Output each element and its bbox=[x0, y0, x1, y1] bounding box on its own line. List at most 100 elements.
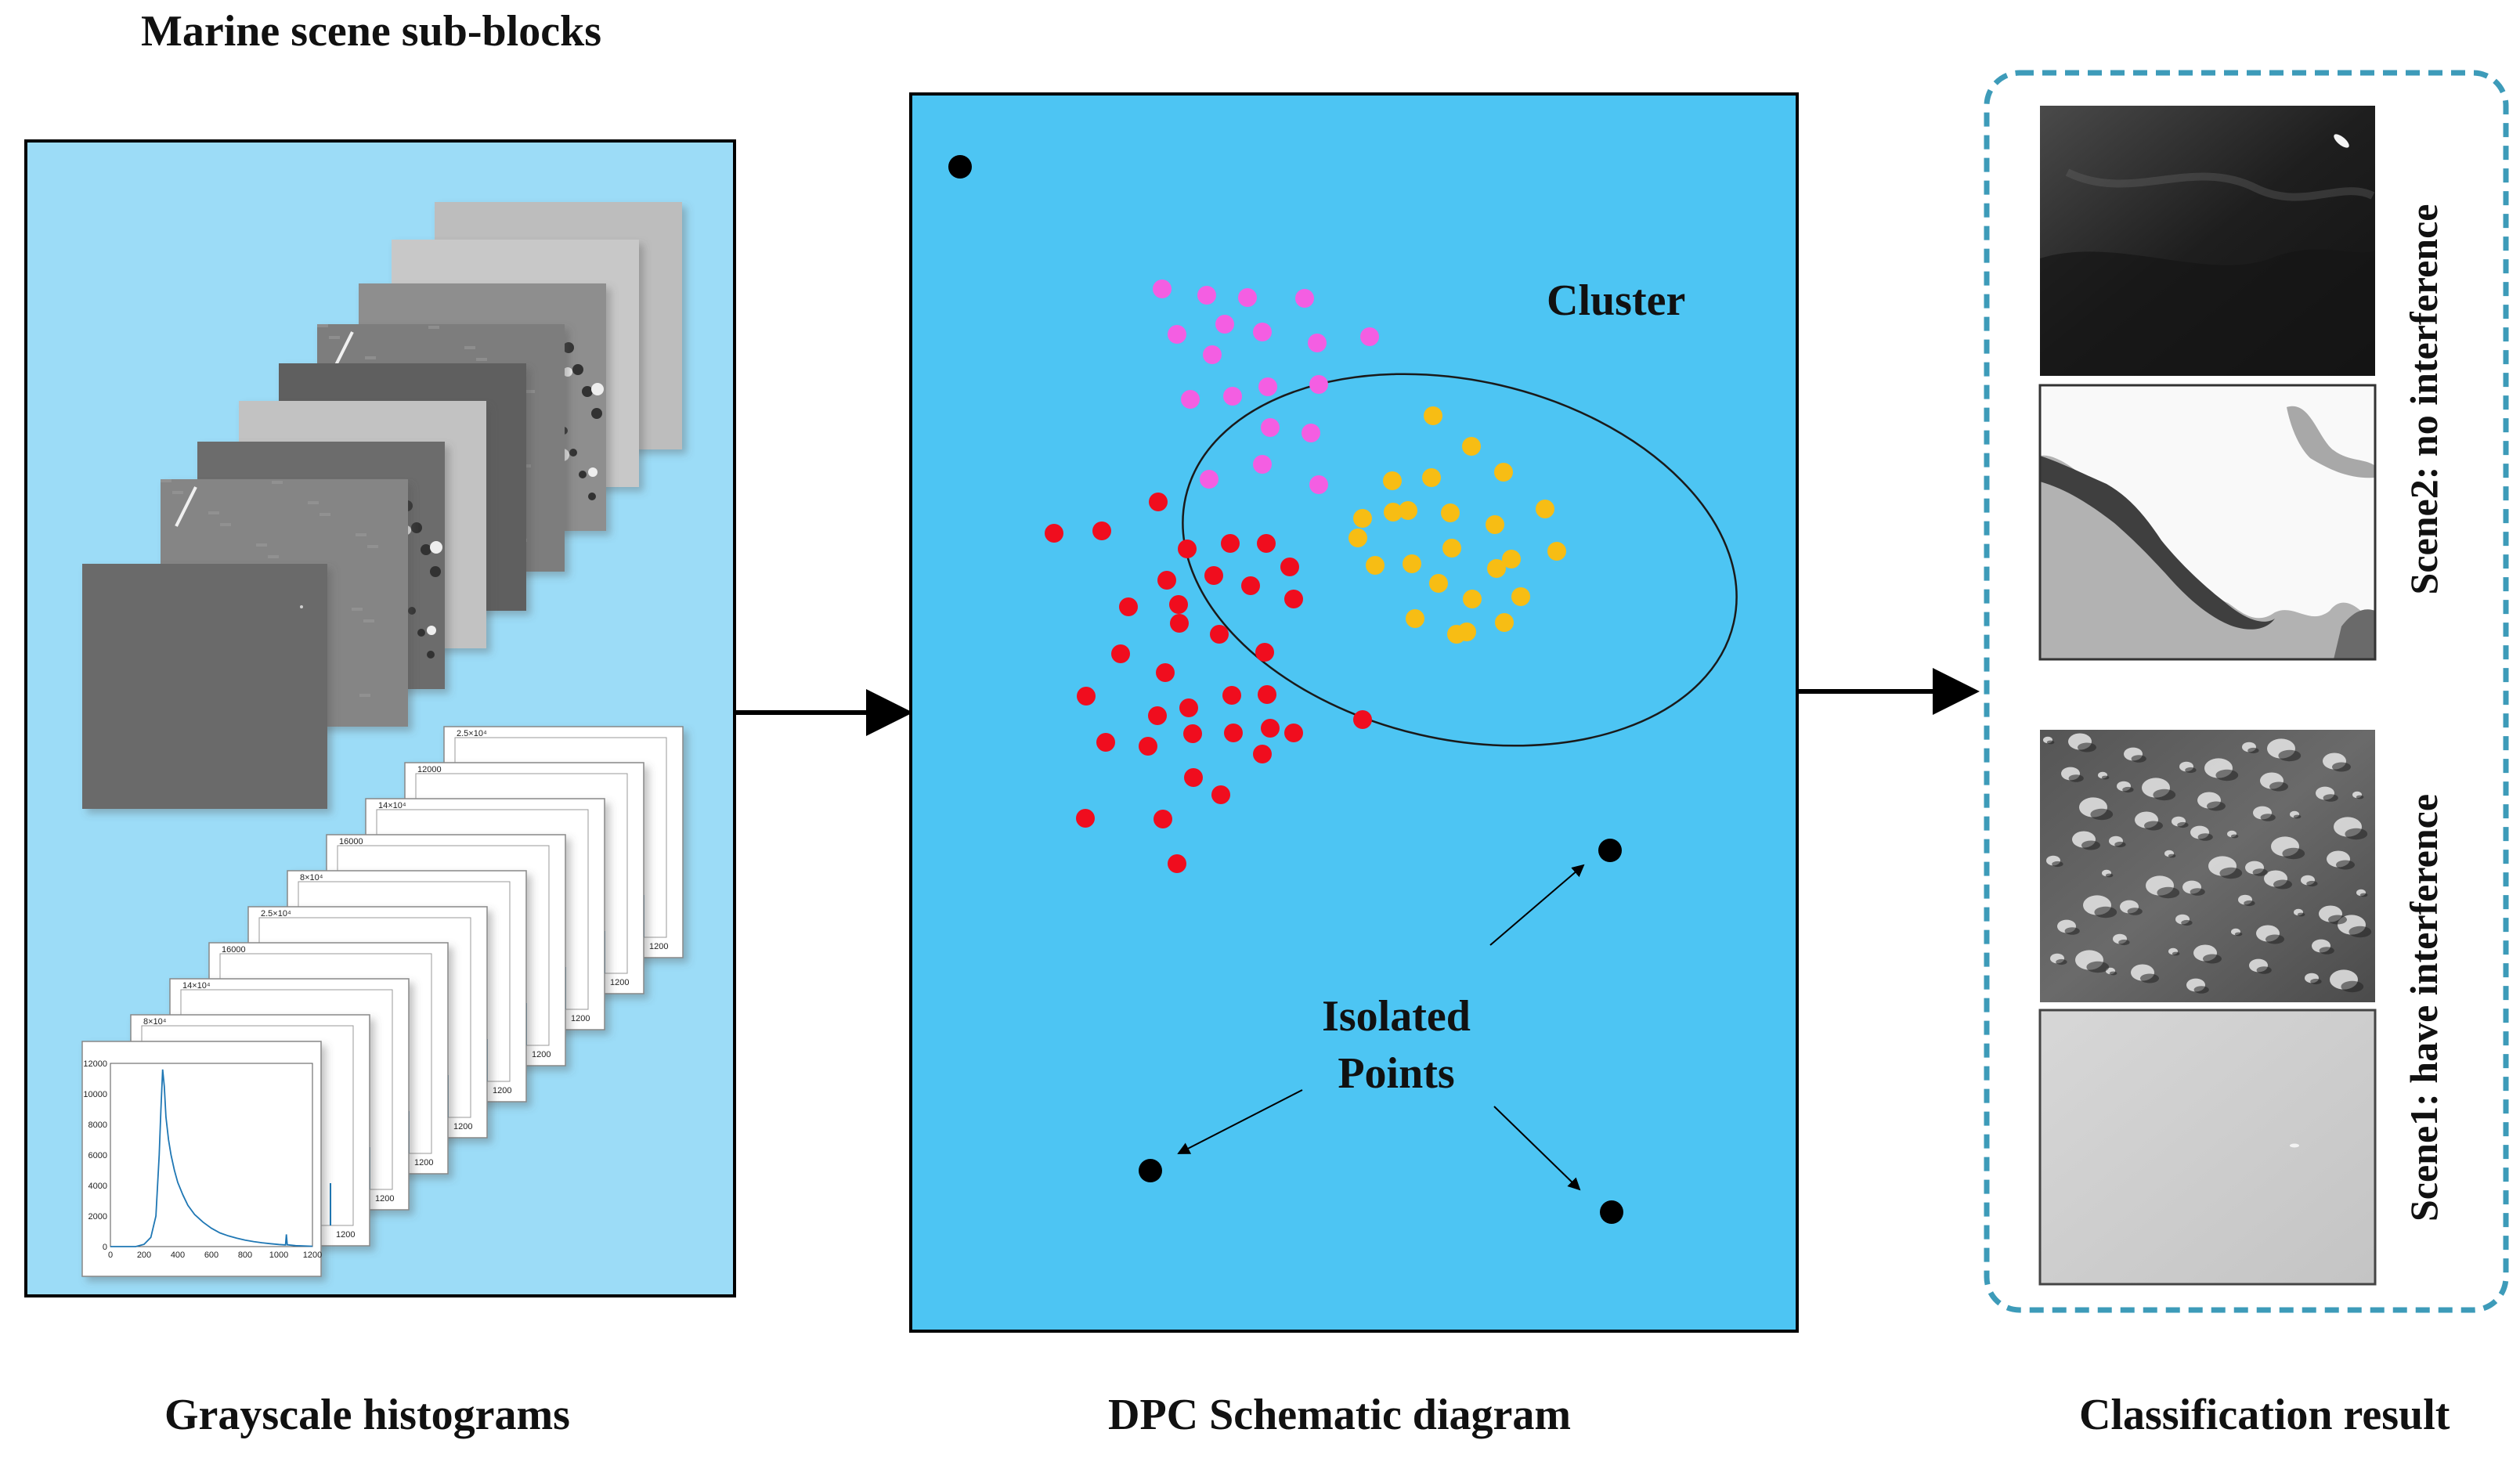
yellow-cluster-point bbox=[1383, 471, 1402, 490]
pink-cluster-point bbox=[1223, 387, 1242, 406]
red-cluster-point bbox=[1111, 644, 1130, 663]
red-cluster-point bbox=[1224, 724, 1243, 742]
yellow-cluster-point bbox=[1463, 590, 1482, 608]
yellow-cluster-point bbox=[1399, 501, 1417, 520]
scene2-image-dark bbox=[2040, 106, 2375, 376]
red-cluster-point bbox=[1255, 643, 1274, 662]
red-cluster-point bbox=[1241, 576, 1260, 595]
yellow-cluster-point bbox=[1487, 559, 1506, 578]
sub-block-image bbox=[82, 564, 327, 809]
dpc-caption: DPC Schematic diagram bbox=[1108, 1391, 1572, 1439]
x-tick-label: 0 bbox=[108, 1250, 113, 1260]
red-cluster-point bbox=[1156, 663, 1175, 682]
histogram-x-tick: 1200 bbox=[610, 978, 629, 987]
red-cluster-point bbox=[1170, 614, 1189, 633]
yellow-cluster-point bbox=[1403, 554, 1421, 573]
red-cluster-point bbox=[1211, 785, 1230, 804]
x-tick-label: 200 bbox=[137, 1250, 151, 1260]
histogram-scale-label: 8×10⁴ bbox=[300, 873, 323, 882]
yellow-cluster-point bbox=[1353, 509, 1372, 528]
middle-panel: Cluster Isolated Points bbox=[909, 92, 1799, 1333]
histogram-x-tick: 1200 bbox=[453, 1122, 472, 1131]
red-cluster-point bbox=[1045, 524, 1063, 543]
pink-cluster-point bbox=[1168, 325, 1186, 344]
classification-caption: Classification result bbox=[2079, 1391, 2450, 1439]
isolated-point bbox=[1598, 839, 1622, 862]
red-cluster-point bbox=[1284, 724, 1303, 742]
red-cluster-point bbox=[1183, 724, 1202, 743]
yellow-cluster-point bbox=[1547, 542, 1566, 561]
scene1-image-light bbox=[2038, 1009, 2377, 1286]
histogram-x-tick: 1200 bbox=[493, 1086, 511, 1095]
yellow-cluster-point bbox=[1429, 574, 1448, 593]
y-tick-label: 12000 bbox=[83, 1059, 107, 1069]
red-cluster-point bbox=[1353, 710, 1372, 729]
red-cluster-point bbox=[1096, 733, 1115, 752]
red-cluster-point bbox=[1253, 745, 1272, 763]
x-tick-label: 1200 bbox=[303, 1250, 322, 1260]
red-cluster-point bbox=[1076, 809, 1095, 828]
pink-cluster-point bbox=[1302, 424, 1320, 442]
isolated-point bbox=[948, 155, 972, 179]
y-tick-label: 4000 bbox=[88, 1182, 107, 1191]
histogram-x-tick: 1200 bbox=[532, 1050, 551, 1059]
isolated-point bbox=[1600, 1200, 1623, 1224]
red-cluster-point bbox=[1153, 810, 1172, 828]
scene1-image-waves bbox=[2040, 730, 2375, 1002]
isolated-arrow-left bbox=[1177, 1089, 1303, 1154]
histogram-scale-label: 2.5×10⁴ bbox=[457, 729, 487, 738]
isolated-arrow-lower bbox=[1493, 1106, 1581, 1191]
yellow-cluster-point bbox=[1495, 613, 1514, 632]
pink-cluster-point bbox=[1253, 455, 1272, 474]
pink-cluster-point bbox=[1295, 289, 1314, 308]
red-cluster-point bbox=[1139, 737, 1157, 756]
pink-cluster-point bbox=[1203, 345, 1222, 364]
yellow-cluster-point bbox=[1441, 503, 1460, 522]
histogram-scale-label: 12000 bbox=[417, 765, 442, 774]
red-cluster-point bbox=[1169, 595, 1188, 614]
yellow-cluster-point bbox=[1348, 529, 1367, 547]
y-tick-label: 10000 bbox=[83, 1090, 107, 1099]
pink-cluster-point bbox=[1261, 418, 1280, 437]
x-tick-label: 400 bbox=[171, 1250, 185, 1260]
x-tick-label: 1000 bbox=[269, 1250, 288, 1260]
red-cluster-point bbox=[1184, 768, 1203, 787]
scene2-label: Scene2: no interference bbox=[2402, 204, 2446, 595]
red-cluster-point bbox=[1179, 698, 1198, 717]
front-histogram-sheet bbox=[81, 1041, 322, 1277]
yellow-cluster-point bbox=[1494, 463, 1513, 482]
pink-cluster-point bbox=[1153, 280, 1172, 298]
red-cluster-point bbox=[1204, 566, 1223, 585]
histogram-scale-label: 16000 bbox=[222, 945, 246, 955]
pink-cluster-point bbox=[1308, 334, 1327, 352]
y-tick-label: 8000 bbox=[88, 1121, 107, 1130]
yellow-cluster-point bbox=[1447, 625, 1466, 644]
red-cluster-point bbox=[1261, 719, 1280, 738]
y-tick-label: 0 bbox=[103, 1243, 107, 1252]
red-cluster-point bbox=[1222, 686, 1241, 705]
isolated-arrow-upper bbox=[1489, 864, 1585, 946]
red-cluster-point bbox=[1077, 687, 1096, 706]
yellow-cluster-point bbox=[1422, 468, 1441, 487]
red-cluster-point bbox=[1178, 540, 1197, 558]
right-panel: Scene2: no interference Scene1: have int… bbox=[1984, 70, 2509, 1313]
yellow-cluster-point bbox=[1462, 437, 1481, 456]
red-cluster-point bbox=[1157, 571, 1176, 590]
pink-cluster-point bbox=[1200, 470, 1218, 489]
red-cluster-point bbox=[1149, 493, 1168, 511]
yellow-cluster-point bbox=[1384, 503, 1403, 521]
x-tick-label: 800 bbox=[238, 1250, 252, 1260]
red-cluster-point bbox=[1119, 597, 1138, 616]
cluster-ellipse bbox=[1182, 373, 1738, 747]
histogram-stack: 2.5×10⁴ 1200 12000 1200 14×10⁴ 1200 16000 1200 8… bbox=[130, 726, 684, 1247]
red-cluster-point bbox=[1284, 590, 1303, 608]
histograms-caption: Grayscale histograms bbox=[164, 1391, 570, 1439]
cluster-points bbox=[948, 155, 1623, 1224]
x-tick-label: 600 bbox=[204, 1250, 218, 1260]
histogram-scale-label: 14×10⁴ bbox=[378, 801, 406, 810]
pink-cluster-point bbox=[1253, 323, 1272, 341]
pink-cluster-point bbox=[1258, 377, 1277, 396]
cluster-label: Cluster bbox=[1547, 276, 1685, 325]
yellow-cluster-point bbox=[1486, 515, 1504, 534]
